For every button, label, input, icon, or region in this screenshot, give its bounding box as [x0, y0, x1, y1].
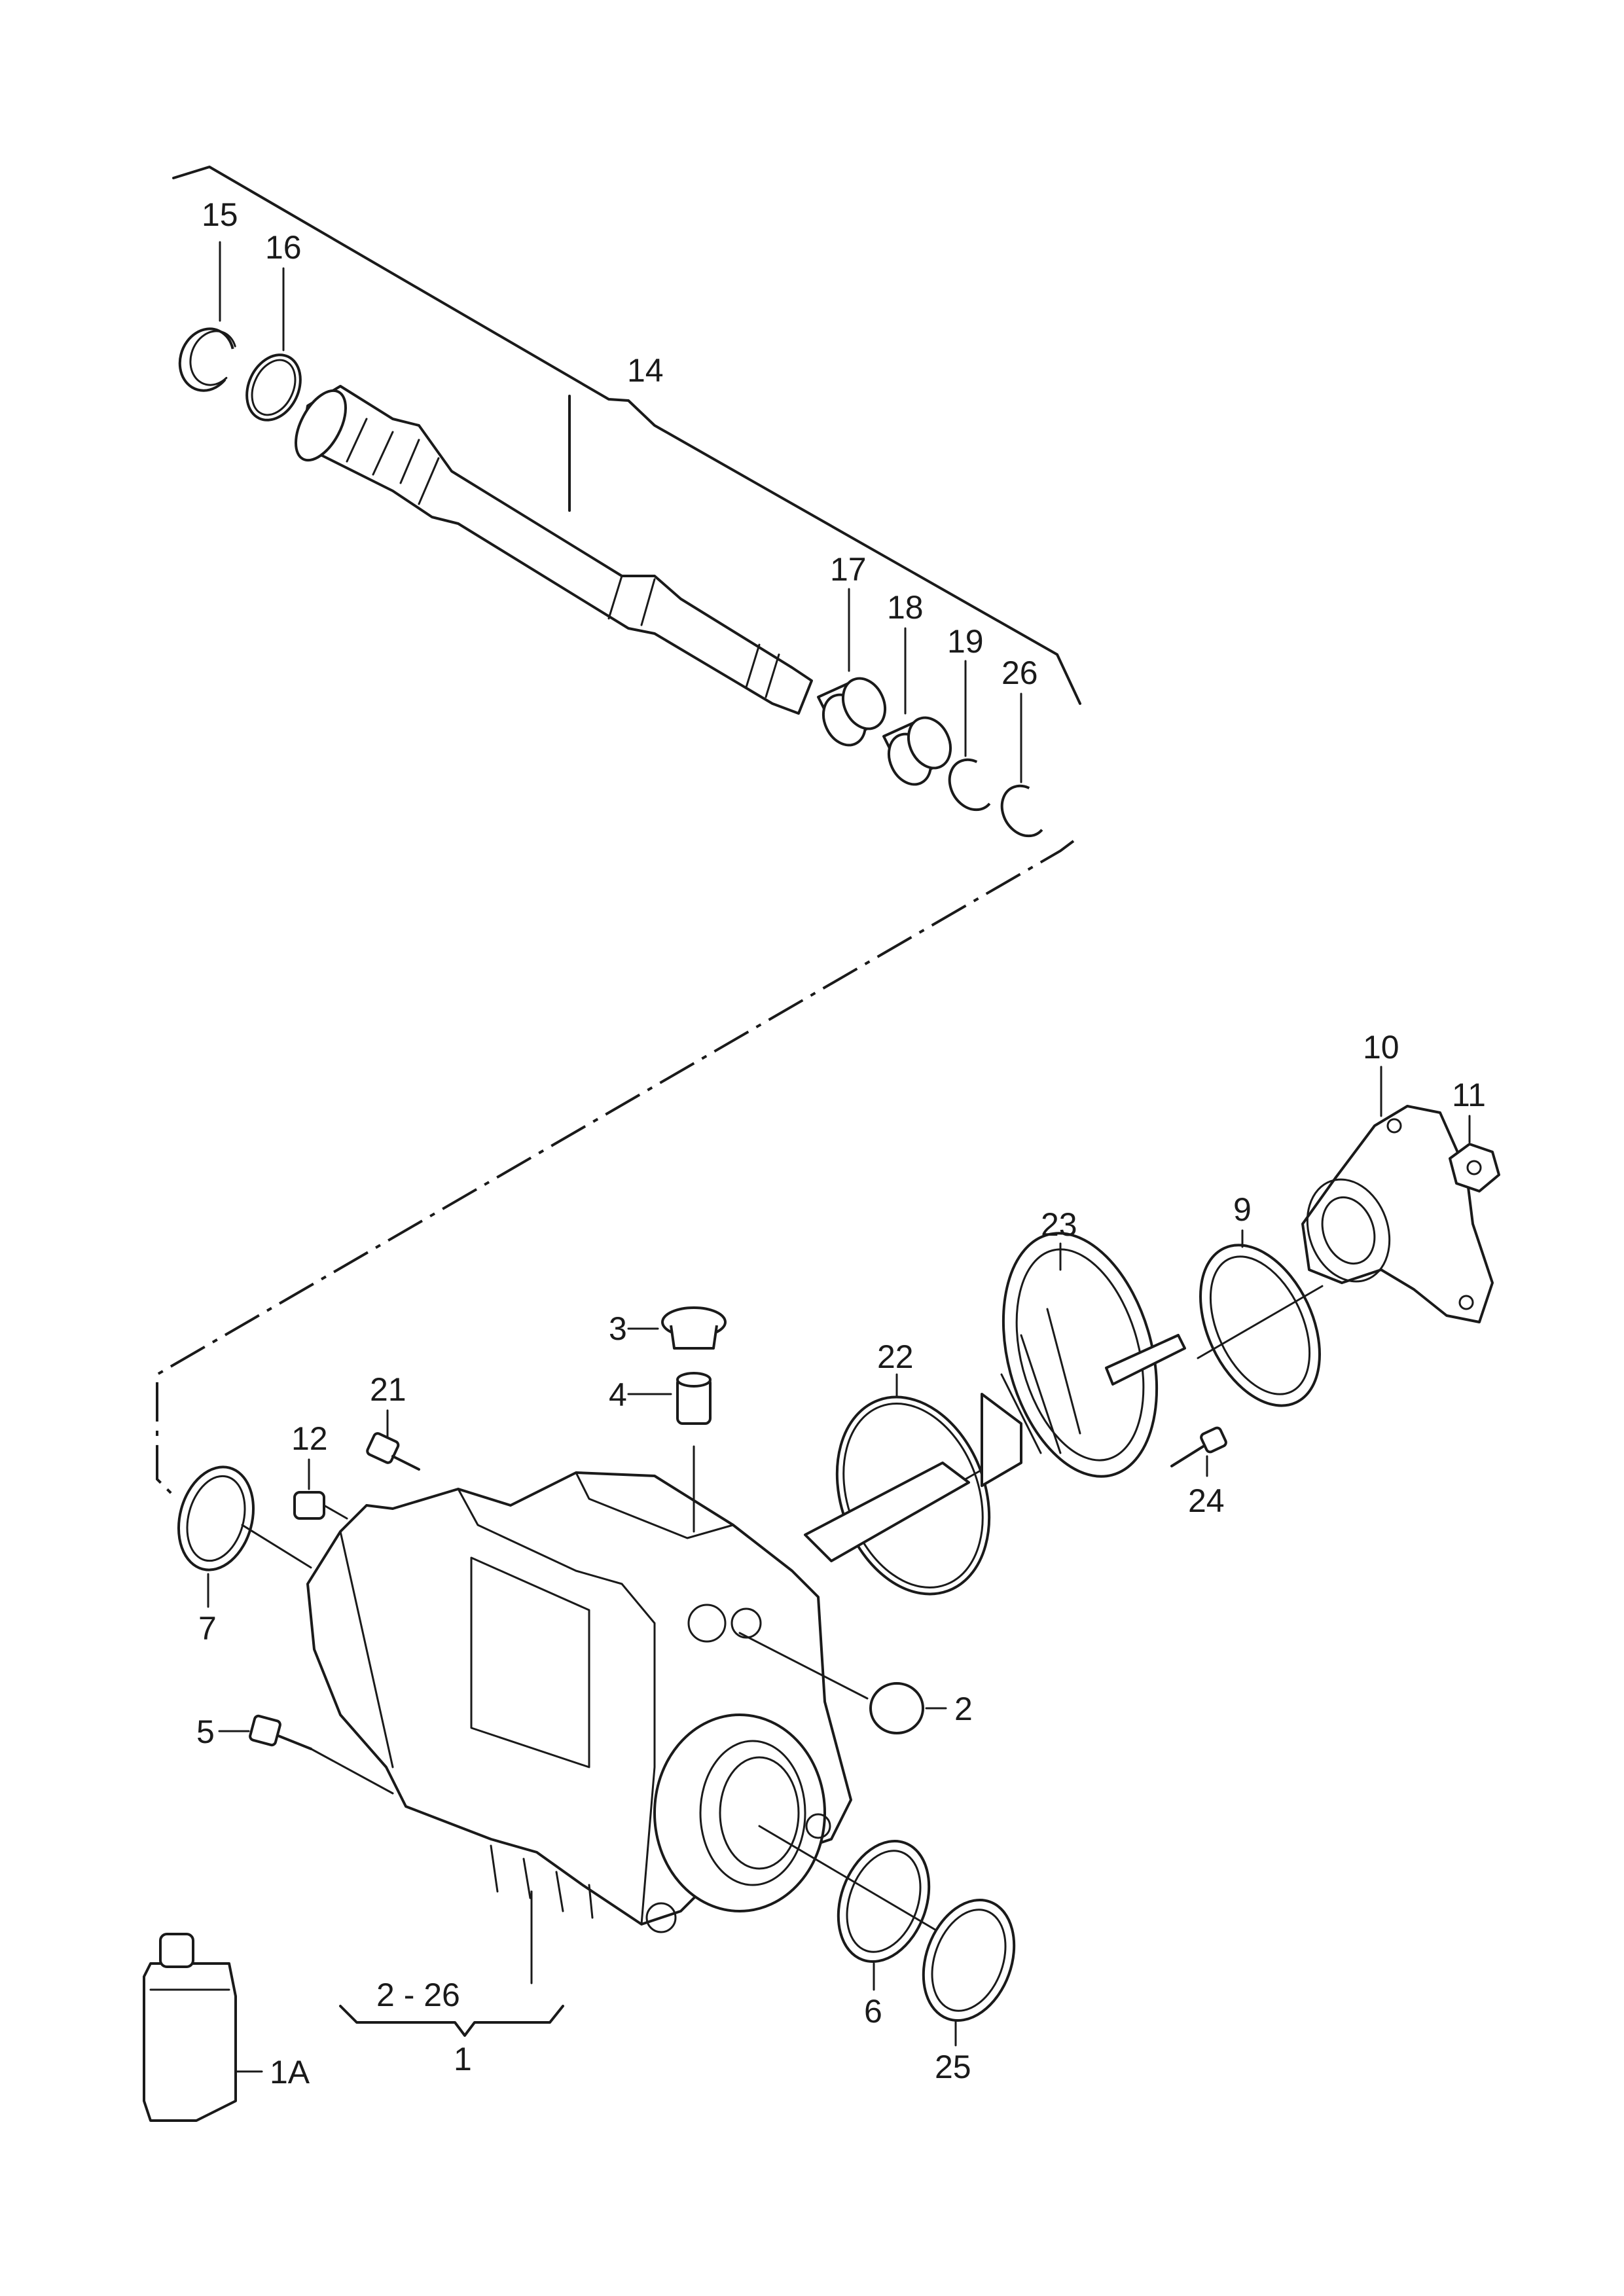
needle-bearing-18 [882, 627, 952, 786]
label-23: 23 [1041, 1206, 1077, 1243]
part-labels: 15 16 14 17 18 19 26 10 11 9 23 3 22 21 … [196, 196, 1486, 2090]
label-15: 15 [202, 196, 238, 233]
sleeve-4 [627, 1372, 712, 1425]
label-1: 1 [454, 2041, 472, 2077]
shaft-group-bracket [172, 166, 1081, 705]
oil-bottle-1A [143, 1933, 263, 2122]
label-12: 12 [291, 1420, 328, 1457]
circlip-15 [178, 241, 236, 392]
needle-bearing-17 [817, 588, 887, 747]
seal-7 [177, 1465, 312, 1608]
label-10: 10 [1363, 1029, 1399, 1066]
nut-11 [1449, 1115, 1500, 1193]
differential-23 [804, 1232, 1186, 1562]
label-1A: 1A [270, 2054, 310, 2090]
bolt-21 [366, 1409, 420, 1471]
bolt-5 [218, 1714, 394, 1795]
label-9: 9 [1233, 1191, 1252, 1228]
bolt-24 [1170, 1426, 1227, 1477]
range-bracket [339, 2005, 564, 2037]
label-18: 18 [887, 589, 924, 626]
label-7: 7 [198, 1610, 217, 1647]
label-2: 2 [954, 1691, 973, 1727]
assembly-line [156, 840, 1075, 1500]
plug-2 [738, 1632, 947, 1734]
label-14: 14 [627, 352, 664, 389]
cap-3 [627, 1306, 727, 1350]
flange-10 [1301, 1066, 1494, 1323]
seal-6 [758, 1825, 944, 1991]
label-21: 21 [370, 1371, 406, 1408]
drive-shaft-14 [295, 385, 813, 715]
label-range: 2 - 26 [376, 1977, 460, 2013]
label-4: 4 [609, 1376, 627, 1413]
label-16: 16 [265, 229, 302, 266]
label-24: 24 [1188, 1482, 1225, 1519]
seal-ring-9 [1197, 1229, 1324, 1407]
transfer-case-housing-1 [306, 1445, 852, 1984]
label-22: 22 [877, 1338, 914, 1375]
label-25: 25 [935, 2049, 971, 2085]
seal-25 [922, 1899, 1016, 2047]
plug-12 [293, 1458, 348, 1520]
label-5: 5 [196, 1713, 215, 1750]
ring-16 [245, 267, 302, 422]
label-26: 26 [1001, 655, 1038, 691]
label-19: 19 [947, 623, 984, 660]
label-6: 6 [864, 1993, 882, 2030]
circlip-19 [948, 660, 991, 812]
circlip-26 [1000, 692, 1043, 838]
label-3: 3 [609, 1310, 627, 1347]
label-11: 11 [1452, 1077, 1486, 1113]
label-17: 17 [830, 551, 867, 588]
